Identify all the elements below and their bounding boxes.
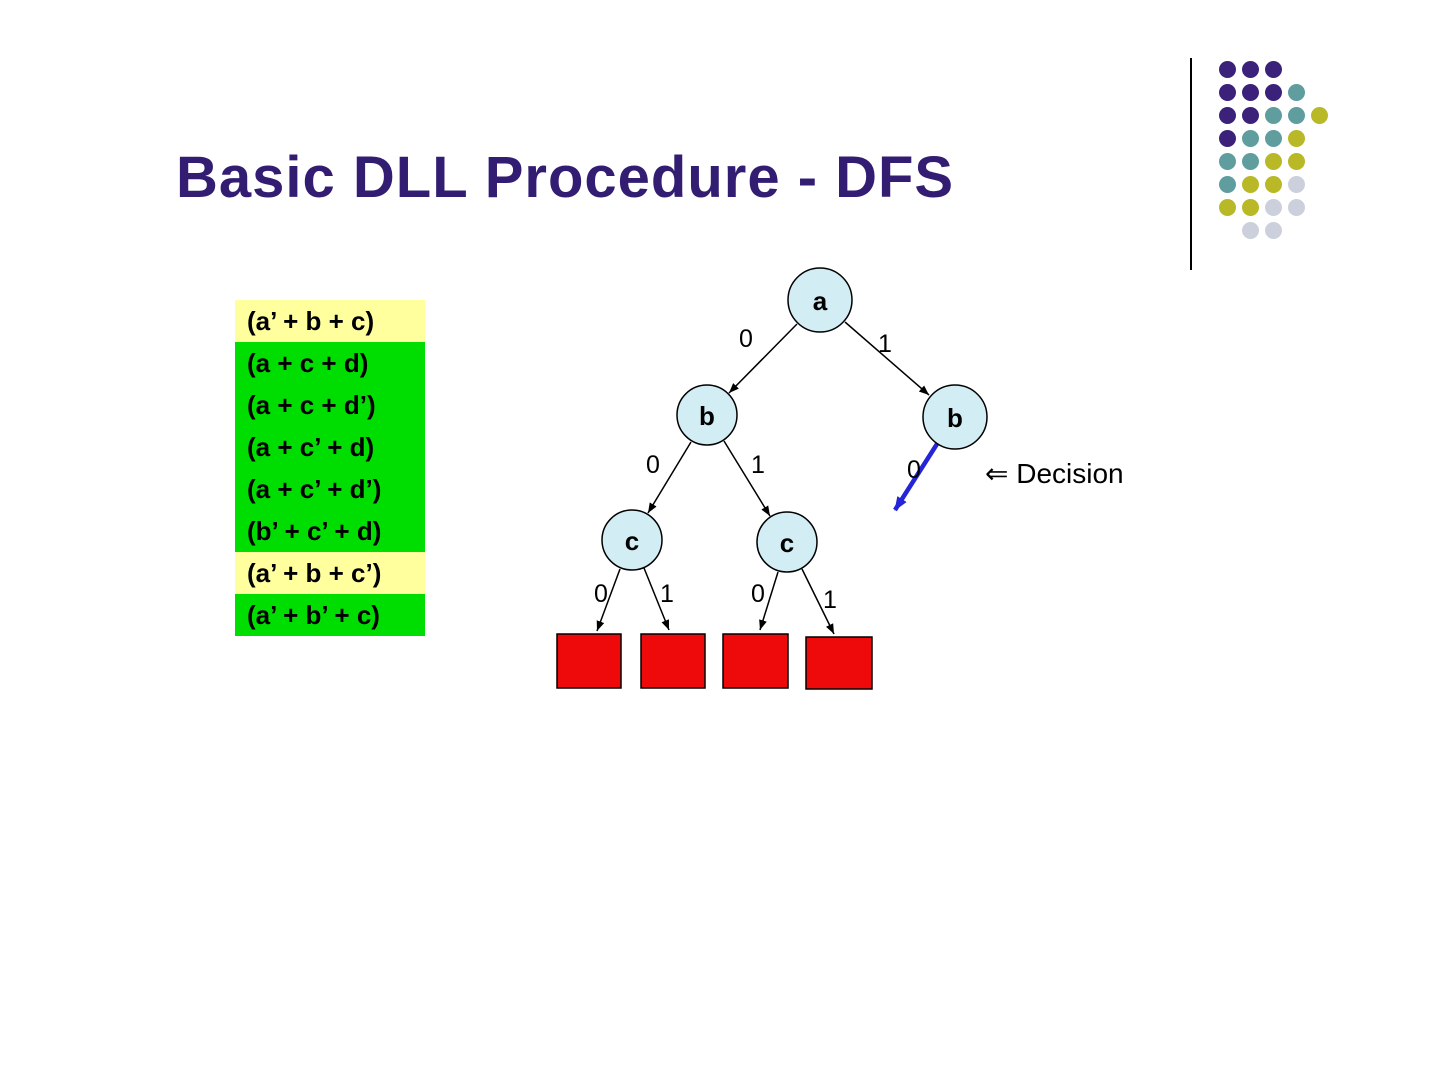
conflict-square-4	[805, 636, 873, 690]
edge-label-a-1: 1	[878, 330, 892, 358]
node-c-right-label: c	[780, 528, 794, 558]
dot	[1219, 61, 1236, 78]
dot	[1219, 176, 1236, 193]
dot	[1265, 176, 1282, 193]
edge-b-left-0	[647, 441, 692, 514]
clause-7: (a’ + b’ + c)	[235, 594, 425, 636]
dot	[1219, 153, 1236, 170]
dot	[1288, 199, 1305, 216]
node-b-left	[676, 384, 738, 446]
dot	[1288, 84, 1305, 101]
dot	[1265, 199, 1282, 216]
dot	[1242, 222, 1259, 239]
clause-1: (a + c + d)	[235, 342, 425, 384]
node-a-label: a	[813, 286, 828, 316]
clause-4: (a + c’ + d’)	[235, 468, 425, 510]
dot	[1242, 130, 1259, 147]
dot	[1242, 153, 1259, 170]
node-b-right-label: b	[947, 403, 963, 433]
node-b-right	[922, 384, 988, 450]
node-b-left-label: b	[699, 401, 715, 431]
dot	[1219, 107, 1236, 124]
edge-a-0	[728, 323, 798, 394]
dot	[1288, 130, 1305, 147]
clause-6: (a’ + b + c’)	[235, 552, 425, 594]
dot	[1265, 153, 1282, 170]
dot	[1288, 153, 1305, 170]
dot-grid-decoration	[1216, 58, 1331, 242]
dot	[1242, 107, 1259, 124]
node-c-left-label: c	[625, 526, 639, 556]
conflict-square-1	[556, 633, 622, 689]
clause-0: (a’ + b + c)	[235, 300, 425, 342]
edge-a-1	[844, 321, 930, 396]
dot	[1288, 107, 1305, 124]
dot	[1265, 84, 1282, 101]
dot	[1219, 199, 1236, 216]
dot	[1265, 130, 1282, 147]
edge-b-left-1	[723, 440, 771, 517]
dot	[1265, 107, 1282, 124]
decorative-vertical-line	[1190, 58, 1192, 270]
dot	[1265, 222, 1282, 239]
dot	[1311, 107, 1328, 124]
clause-5: (b’ + c’ + d)	[235, 510, 425, 552]
decision-annotation: ⇐ Decision	[985, 458, 1124, 489]
node-a	[787, 267, 853, 333]
edge-label-c-left-1: 1	[660, 580, 674, 608]
edge-c-right-0	[759, 571, 779, 631]
dot	[1265, 61, 1282, 78]
clause-list: (a’ + b + c)(a + c + d)(a + c + d’)(a + …	[235, 300, 425, 636]
edge-label-c-right-0: 0	[751, 580, 765, 608]
node-c-left	[601, 509, 663, 571]
dot	[1219, 130, 1236, 147]
node-c-right	[756, 511, 818, 573]
conflict-square-3	[722, 633, 789, 689]
conflict-square-2	[640, 633, 706, 689]
edge-label-b-left-0: 0	[646, 451, 660, 479]
dot	[1288, 176, 1305, 193]
dot	[1242, 176, 1259, 193]
page-title: Basic DLL Procedure - DFS	[176, 145, 955, 210]
edge-c-left-1	[643, 567, 670, 631]
decision-arrow	[893, 442, 939, 512]
dot	[1219, 84, 1236, 101]
edge-label-c-left-0: 0	[594, 580, 608, 608]
dot	[1242, 84, 1259, 101]
edge-c-right-1	[801, 568, 835, 635]
edge-label-b-left-1: 1	[751, 451, 765, 479]
edge-c-left-0	[596, 568, 621, 632]
edge-label-a-0: 0	[739, 325, 753, 353]
dot	[1242, 199, 1259, 216]
edge-label-c-right-1: 1	[823, 586, 837, 614]
dot	[1242, 61, 1259, 78]
clause-3: (a + c’ + d)	[235, 426, 425, 468]
edge-label-b-right-0: 0	[907, 456, 921, 484]
clause-2: (a + c + d’)	[235, 384, 425, 426]
